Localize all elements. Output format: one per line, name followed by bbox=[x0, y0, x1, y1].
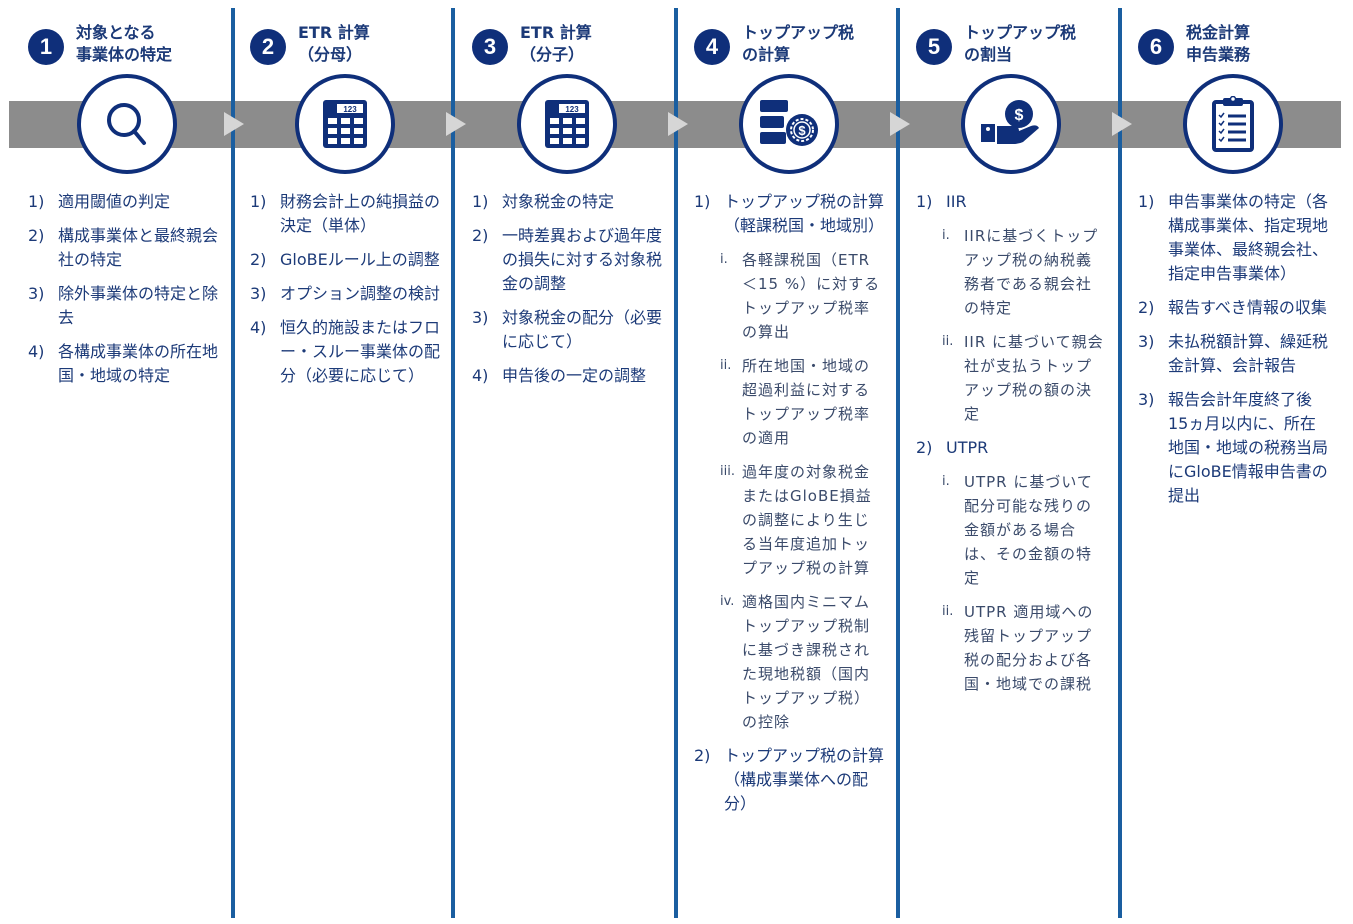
arrow-right-icon bbox=[1112, 112, 1132, 136]
sub-list-item: ii.IIR に基づいて親会社が支払うトップアップ税の額の決定 bbox=[942, 333, 1104, 423]
step-title: ETR 計算 （分子） bbox=[520, 23, 592, 64]
step-number-badge: 5 bbox=[916, 29, 952, 65]
step-2: 2 ETR 計算 （分母） 123 1)財務会計上の純損益の決定（単体） 2)G… bbox=[250, 0, 440, 924]
step-number-badge: 6 bbox=[1138, 29, 1174, 65]
list-item: 4)恒久的施設またはフロー・スルー事業体の配分（必要に応じて） bbox=[250, 318, 441, 385]
column-divider bbox=[231, 8, 235, 918]
step-header: 6 税金計算 申告業務 bbox=[1138, 22, 1250, 66]
column-divider bbox=[1118, 8, 1122, 918]
step-items: 1)財務会計上の純損益の決定（単体） 2)GloBEルール上の調整 3)オプショ… bbox=[250, 190, 440, 398]
list-item: 4)申告後の一定の調整 bbox=[472, 366, 647, 385]
list-item: 3)除外事業体の特定と除去 bbox=[28, 284, 219, 327]
column-divider bbox=[451, 8, 455, 918]
hand-dollar-icon: $ bbox=[961, 74, 1061, 174]
calculator-icon: 123 bbox=[517, 74, 617, 174]
step-header: 4 トップアップ税 の計算 bbox=[694, 22, 854, 66]
step-number-badge: 1 bbox=[28, 29, 64, 65]
list-item: 3)報告会計年度終了後15ヵ月以内に、所在地国・地域の税務当局にGloBE情報申… bbox=[1138, 390, 1329, 505]
step-6: 6 税金計算 申告業務 1)申告事業体の特定（各構成事業体、指定現地事業体、最終… bbox=[1138, 0, 1328, 924]
step-number-badge: 4 bbox=[694, 29, 730, 65]
list-item: 2)報告すべき情報の収集 bbox=[1138, 298, 1327, 317]
arrow-right-icon bbox=[890, 112, 910, 136]
list-item: 1)トップアップ税の計算（軽課税国・地域別） bbox=[694, 192, 885, 235]
arrow-right-icon bbox=[668, 112, 688, 136]
svg-text:$: $ bbox=[1015, 107, 1024, 124]
list-item: 1)適用閾値の判定 bbox=[28, 192, 171, 211]
svg-text:123: 123 bbox=[343, 105, 357, 114]
sub-list-item: ii.UTPR 適用域への残留トップアップ税の配分および各国・地域での課税 bbox=[942, 603, 1094, 693]
step-4: 4 トップアップ税 の計算 $ 1)トップアップ税の計算（軽課税国・地域別） i… bbox=[694, 0, 884, 924]
svg-text:123: 123 bbox=[565, 105, 579, 114]
step-header: 2 ETR 計算 （分母） bbox=[250, 22, 370, 66]
sub-list-item: i.IIRに基づくトップアップ税の納税義務者である親会社の特定 bbox=[942, 227, 1099, 317]
list-item: 1)対象税金の特定 bbox=[472, 192, 615, 211]
step-title: トップアップ税 の割当 bbox=[964, 23, 1077, 64]
sub-list-item: iii.過年度の対象税金またはGloBE損益の調整により生じる当年度追加トップア… bbox=[720, 463, 872, 577]
step-5: 5 トップアップ税 の割当 $ 1)IIR i.IIRに基づくトップアップ税の納… bbox=[916, 0, 1106, 924]
step-title: 税金計算 申告業務 bbox=[1186, 23, 1251, 64]
sub-list-item: iv.適格国内ミニマムトップアップ税制に基づき課税された現地税額（国内トップアッ… bbox=[720, 593, 871, 731]
step-3: 3 ETR 計算 （分子） 123 1)対象税金の特定 2)一時差異および過年度… bbox=[472, 0, 662, 924]
step-items: 1)申告事業体の特定（各構成事業体、指定現地事業体、最終親会社、指定申告事業体）… bbox=[1138, 190, 1328, 518]
step-items: 1)IIR i.IIRに基づくトップアップ税の納税義務者である親会社の特定 ii… bbox=[916, 190, 1106, 706]
list-item: 1)申告事業体の特定（各構成事業体、指定現地事業体、最終親会社、指定申告事業体） bbox=[1138, 192, 1329, 283]
clipboard-checklist-icon bbox=[1183, 74, 1283, 174]
calculator-icon: 123 bbox=[295, 74, 395, 174]
step-number-badge: 3 bbox=[472, 29, 508, 65]
search-icon bbox=[77, 74, 177, 174]
step-title: 対象となる 事業体の特定 bbox=[76, 23, 173, 64]
column-divider bbox=[896, 8, 900, 918]
arrow-right-icon bbox=[224, 112, 244, 136]
step-items: 1)対象税金の特定 2)一時差異および過年度の損失に対する対象税金の調整 3)対… bbox=[472, 190, 662, 398]
list-item: 3)オプション調整の検討 bbox=[250, 284, 441, 303]
step-items: 1)トップアップ税の計算（軽課税国・地域別） i.各軽課税国（ETR＜15 %）… bbox=[694, 190, 884, 826]
list-item: 2)トップアップ税の計算（構成事業体への配分） bbox=[694, 746, 885, 813]
step-items: 1)適用閾値の判定 2)構成事業体と最終親会社の特定 3)除外事業体の特定と除去… bbox=[28, 190, 218, 398]
step-title: ETR 計算 （分母） bbox=[298, 23, 370, 64]
step-header: 5 トップアップ税 の割当 bbox=[916, 22, 1076, 66]
step-1: 1 対象となる 事業体の特定 1)適用閾値の判定 2)構成事業体と最終親会社の特… bbox=[28, 0, 218, 924]
svg-text:$: $ bbox=[798, 123, 806, 138]
sub-list-item: ii.所在地国・地域の超過利益に対するトップアップ税率の適用 bbox=[720, 357, 871, 447]
sub-list-item: i.UTPR に基づいて配分可能な残りの金額がある場合は、その金額の特定 bbox=[942, 473, 1093, 587]
list-item: 2)構成事業体と最終親会社の特定 bbox=[28, 226, 219, 269]
sub-list-item: i.各軽課税国（ETR＜15 %）に対するトップアップ税率の算出 bbox=[720, 251, 881, 341]
list-item: 2)UTPR bbox=[916, 438, 989, 457]
list-item: 2)GloBEルール上の調整 bbox=[250, 250, 440, 269]
step-title: トップアップ税 の計算 bbox=[742, 23, 855, 64]
step-number-badge: 2 bbox=[250, 29, 286, 65]
arrow-right-icon bbox=[446, 112, 466, 136]
list-item: 3)対象税金の配分（必要に応じて） bbox=[472, 308, 663, 351]
step-header: 3 ETR 計算 （分子） bbox=[472, 22, 592, 66]
list-item: 1)財務会計上の純損益の決定（単体） bbox=[250, 192, 441, 235]
list-item: 2)一時差異および過年度の損失に対する対象税金の調整 bbox=[472, 226, 663, 293]
list-item: 4)各構成事業体の所在地国・地域の特定 bbox=[28, 342, 219, 385]
step-header: 1 対象となる 事業体の特定 bbox=[28, 22, 172, 66]
coins-dollar-icon: $ bbox=[739, 74, 839, 174]
list-item: 1)IIR bbox=[916, 192, 967, 211]
column-divider bbox=[674, 8, 678, 918]
list-item: 3)未払税額計算、繰延税金計算、会計報告 bbox=[1138, 332, 1329, 375]
